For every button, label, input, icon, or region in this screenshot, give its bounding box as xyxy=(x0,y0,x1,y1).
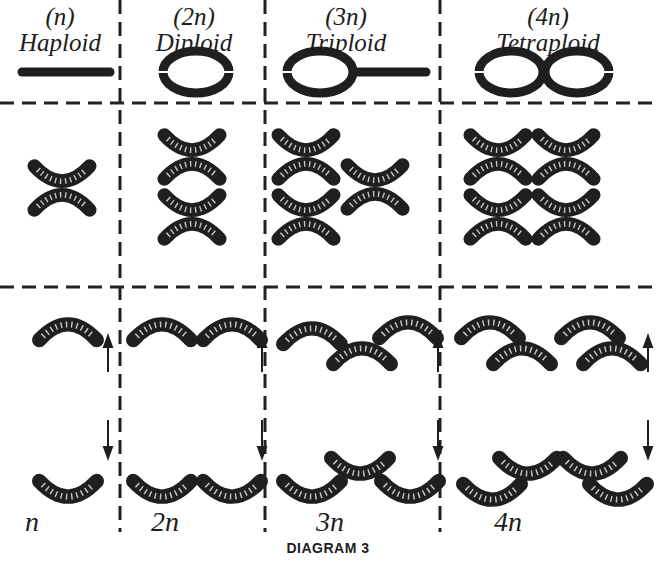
chromosome-count: 2n xyxy=(151,508,179,536)
thread-row xyxy=(22,51,609,93)
ploidy-formula: (2n) xyxy=(173,4,215,29)
chromosome-count: n xyxy=(25,508,39,536)
ploidy-formula: (4n) xyxy=(527,4,569,29)
ploidy-name: Triploid xyxy=(306,30,387,55)
ploidy-name: Tetraploid xyxy=(496,30,599,55)
chromosome-count: 4n xyxy=(494,508,522,536)
ploidy-name: Haploid xyxy=(19,30,101,55)
chromosome-count: 3n xyxy=(316,508,344,536)
anaphase-row xyxy=(39,322,647,499)
direction-arrows xyxy=(104,336,652,458)
ploidy-name: Diploid xyxy=(156,30,232,55)
ploidy-formula: (n) xyxy=(45,4,74,29)
figure-caption: DIAGRAM 3 xyxy=(286,541,369,555)
dashed-grid xyxy=(0,0,656,532)
thread-breaks xyxy=(158,71,614,73)
ploidy-formula: (3n) xyxy=(325,4,367,29)
bivalent-row xyxy=(34,135,593,239)
